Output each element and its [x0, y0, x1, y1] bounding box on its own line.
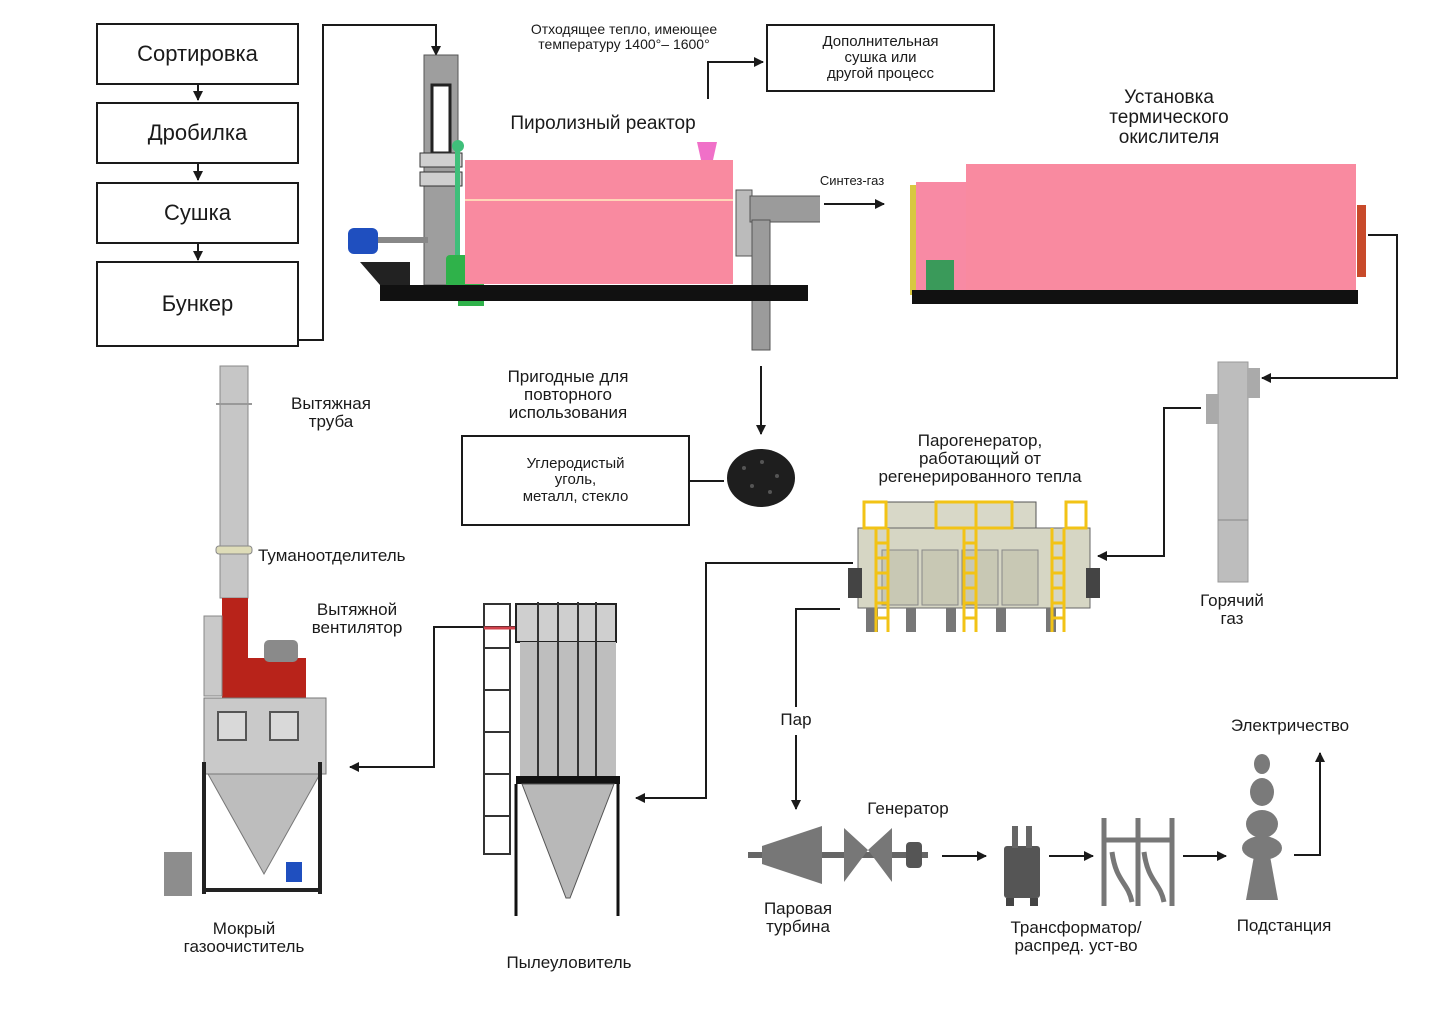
pyrolysis-reactor-drawing — [348, 54, 820, 351]
hot-gas-outlet — [1206, 394, 1218, 424]
steam-turbine — [762, 826, 822, 884]
syngas-label: Синтез-газ — [819, 173, 885, 188]
transformer-icon — [1004, 826, 1040, 906]
reusable-materials-label: Углеродистый уголь, металл, стекло — [522, 454, 629, 505]
scrubber-hopper — [207, 773, 321, 876]
oxidizer-base-frame — [912, 290, 1358, 304]
generator-exciter — [906, 842, 922, 868]
turbine-generator-drawing — [748, 826, 928, 884]
step-sorting-label: Сортировка — [137, 41, 258, 66]
exhaust-fan-label: Вытяжной вентилятор — [311, 600, 403, 637]
oxidizer-main-drum — [966, 164, 1356, 290]
arrow-steamgen-to-turbine — [795, 608, 840, 707]
oxidizer-control-panel — [910, 185, 916, 295]
arrow-bunker-to-reactor — [298, 24, 441, 341]
step-bunker-label: Бункер — [161, 291, 234, 316]
scrubber-pump — [286, 862, 302, 882]
steam-turbine-label: Паровая турбина — [763, 899, 833, 936]
hot-gas-duct — [1217, 361, 1249, 583]
extra-drying-box: Дополнительная сушка или другой процесс — [766, 24, 995, 92]
switchgear-icon — [1101, 818, 1175, 906]
chemical-tank — [164, 852, 192, 896]
ladder-platform-4 — [1064, 500, 1088, 530]
fan-side-panel — [203, 615, 223, 697]
extra-drying-label: Дополнительная сушка или другой процесс — [822, 33, 939, 82]
mist-eliminator-ring — [215, 545, 253, 555]
step-bunker-box: Бункер — [96, 261, 299, 347]
arrow-substation-to-electricity — [1294, 752, 1325, 856]
wet-scrubber-label: Мокрый газоочиститель — [183, 919, 305, 956]
dust-collector-body — [520, 642, 616, 776]
substation-tower-icon — [1242, 754, 1282, 900]
step-drying-box: Сушка — [96, 182, 299, 244]
exhaust-stack — [219, 365, 249, 599]
reusable-materials-box: Углеродистый уголь, металл, стекло — [461, 435, 690, 526]
generator-label: Генератор — [867, 799, 949, 818]
waste-heat-note: Отходящее тепло, имеющее температуру 140… — [530, 21, 718, 52]
arrow-hotgas-to-steamgen — [1097, 407, 1201, 561]
ladder-2 — [962, 528, 978, 632]
blue-motor — [348, 228, 378, 254]
exhaust-fan-motor — [264, 640, 298, 662]
arrow-waste-heat — [707, 57, 764, 99]
steam-generator-drawing — [848, 500, 1100, 632]
steam-label: Пар — [780, 710, 812, 729]
thermal-oxidizer-drawing — [910, 164, 1366, 304]
exhaust-stack-label: Вытяжная труба — [291, 394, 371, 431]
syngas-outlet-pipe — [749, 195, 820, 223]
mist-eliminator-label: Туманоотделитель — [258, 546, 406, 565]
steam-generator-label: Парогенератор, работающий от регенериров… — [878, 431, 1082, 486]
hot-gas-label: Горячий газ — [1200, 591, 1264, 628]
green-pipe — [455, 150, 460, 280]
dust-collector-hopper — [521, 783, 615, 899]
dust-collector-header — [515, 603, 617, 643]
arrow-oxidizer-to-hotgas — [1261, 234, 1398, 383]
step-sorting-box: Сортировка — [96, 23, 299, 85]
step-crusher-label: Дробилка — [147, 120, 248, 145]
hot-gas-duct-drawing — [1206, 361, 1260, 583]
dust-collector-drawing — [483, 602, 620, 916]
wet-scrubber-drawing — [164, 365, 327, 896]
ladder-platform-1 — [862, 500, 888, 530]
arrow-dust-to-scrubber — [349, 626, 520, 772]
bearing-1 — [419, 152, 463, 168]
drive-shaft — [378, 237, 428, 243]
oxidizer-blower — [926, 260, 954, 294]
scrubber-frame — [202, 762, 322, 894]
sight-glass — [430, 83, 452, 155]
bearing-2 — [419, 171, 463, 187]
ladder-3 — [1050, 528, 1066, 632]
dust-collector-ladder — [483, 603, 511, 855]
turbine-shaft — [748, 852, 928, 858]
reusable-heading: Пригодные для повторного использования — [507, 367, 629, 422]
arrow-steamgen-to-dust — [635, 562, 853, 803]
ladder-platform-3 — [974, 500, 1014, 530]
ladder-1 — [874, 528, 890, 632]
reactor-hatch — [697, 142, 717, 160]
electricity-label: Электричество — [1230, 716, 1350, 735]
hot-gas-inlet — [1248, 368, 1260, 398]
green-gauge — [452, 140, 464, 152]
generator-rotor — [844, 828, 892, 882]
step-drying-label: Сушка — [164, 200, 231, 225]
pyrolysis-reactor-label: Пиролизный реактор — [510, 113, 696, 134]
step-crusher-box: Дробилка — [96, 102, 299, 164]
reactor-base-frame — [380, 285, 808, 301]
thermal-oxidizer-label: Установка термического окислителя — [1109, 87, 1229, 148]
exhaust-fan-duct — [222, 598, 248, 698]
char-pile-icon — [727, 449, 795, 507]
transformer-label: Трансформатор/ распред. уст-во — [1010, 918, 1142, 955]
substation-label: Подстанция — [1236, 916, 1332, 935]
reactor-drum — [465, 160, 733, 284]
dust-collector-label: Пылеуловитель — [506, 953, 632, 972]
exhaust-fan-housing — [248, 658, 306, 698]
oxidizer-outlet-flange — [1357, 205, 1366, 277]
